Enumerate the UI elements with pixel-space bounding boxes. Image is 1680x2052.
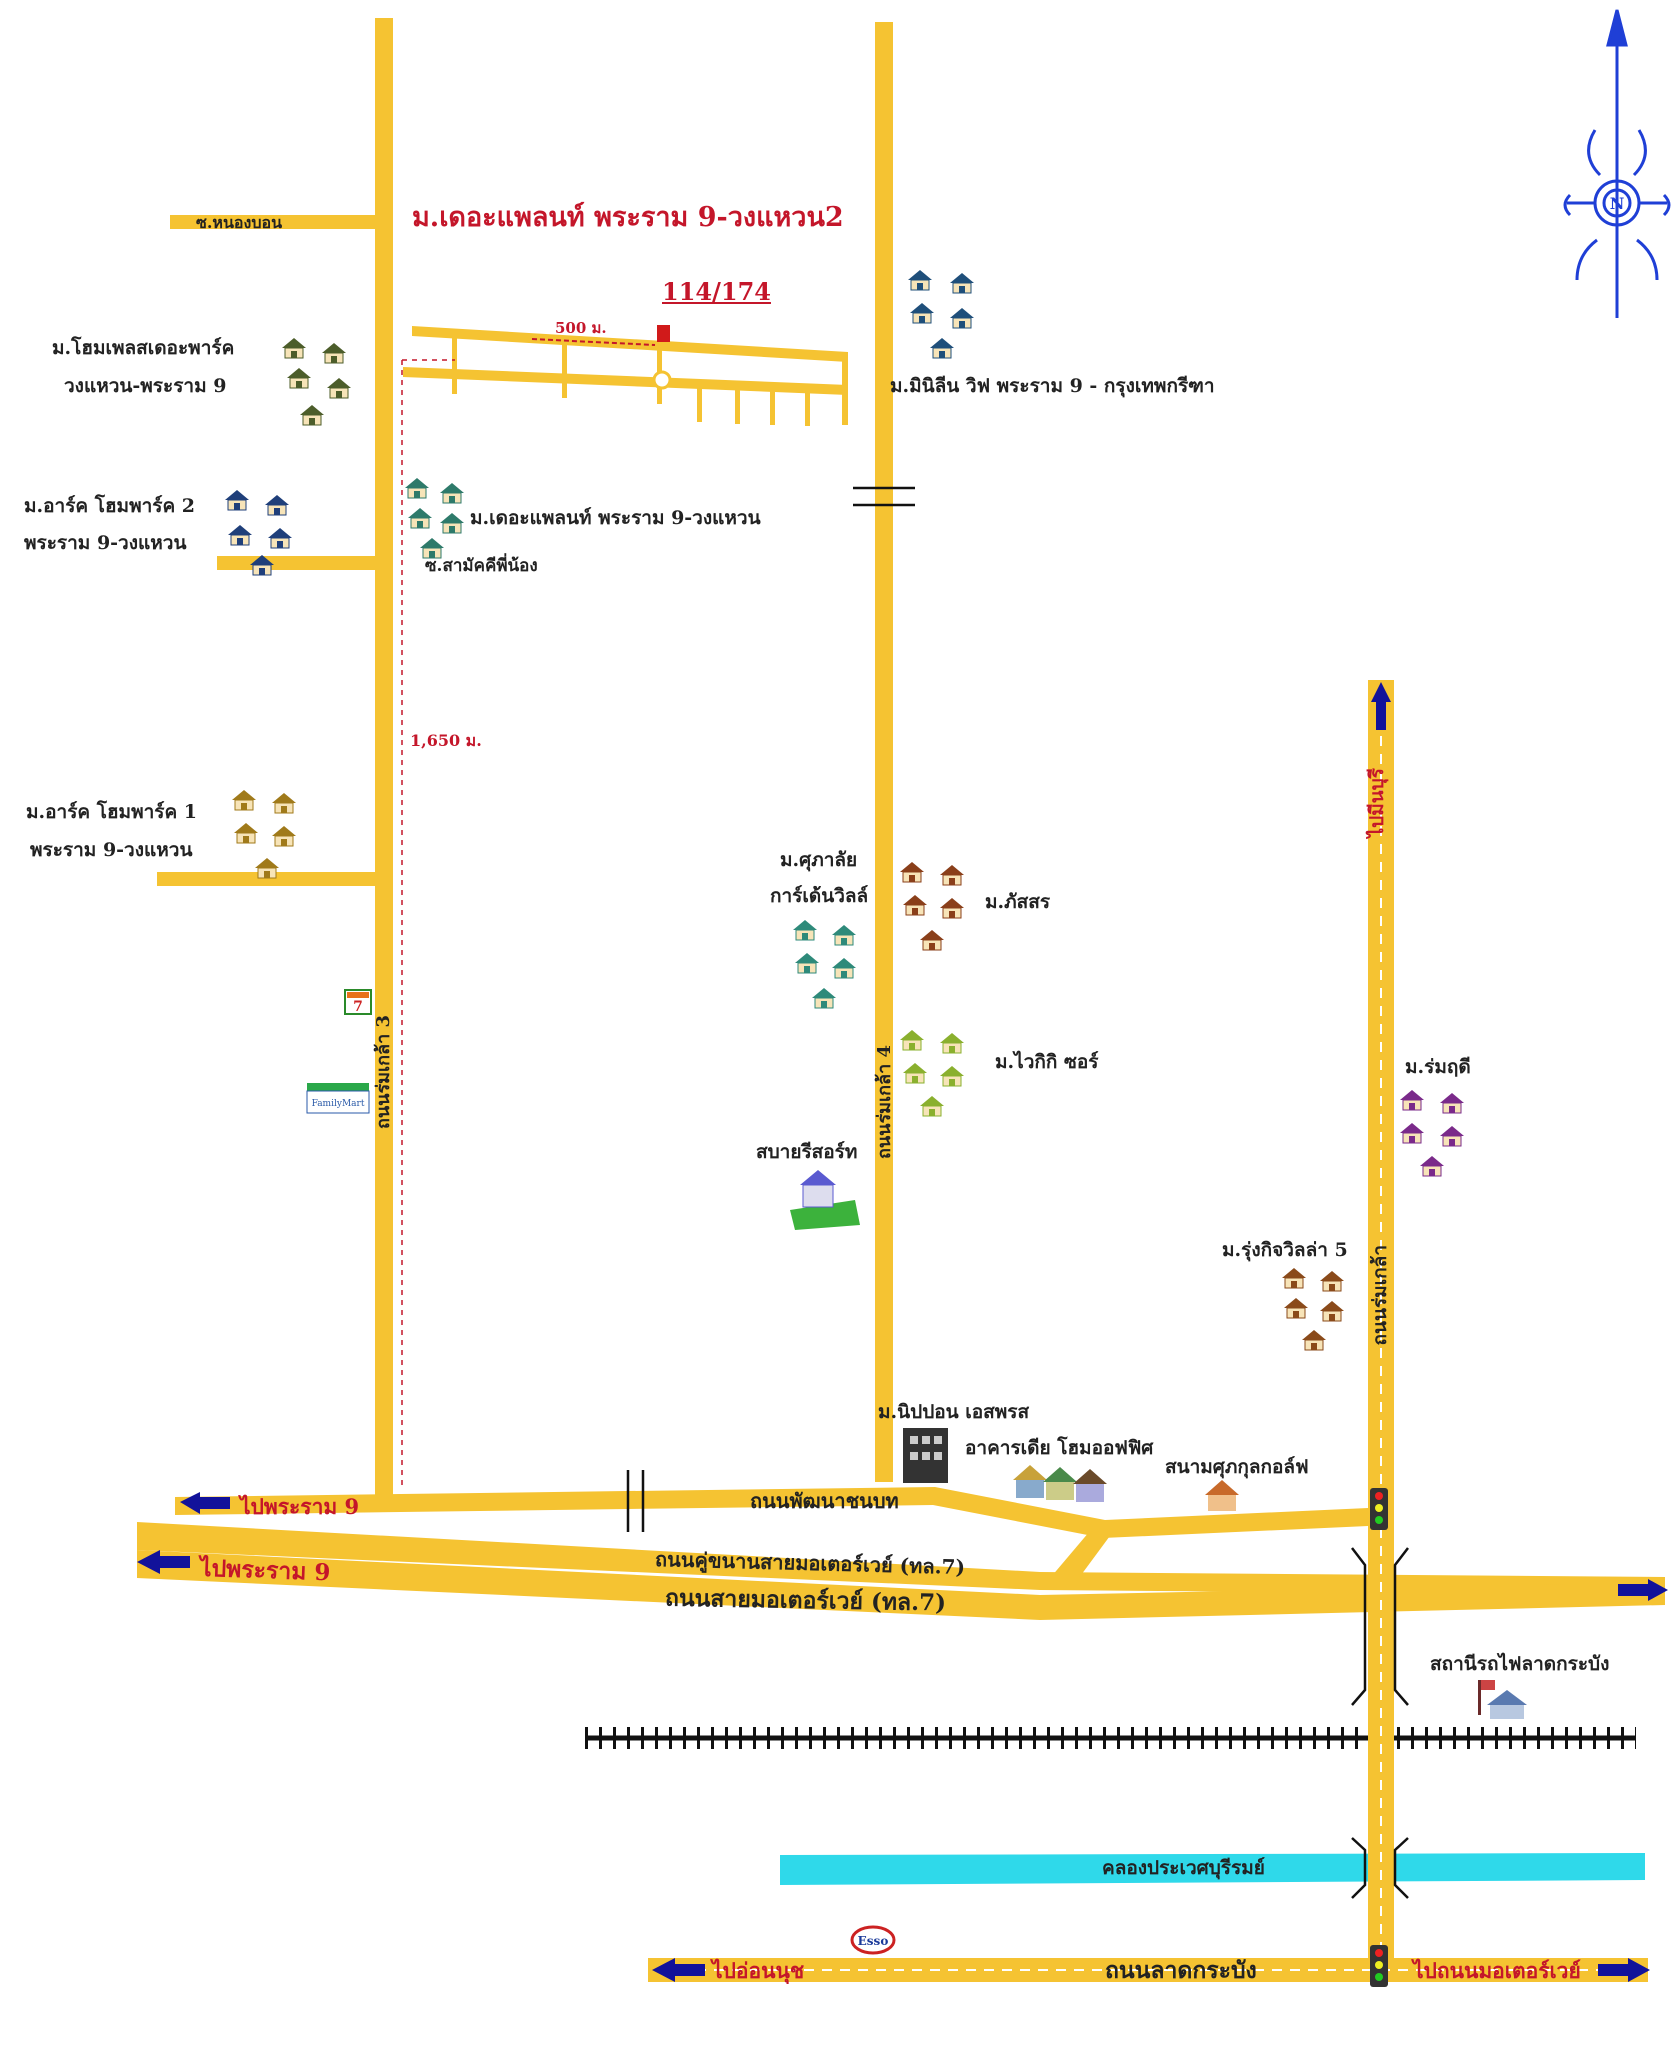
to-motorway-east: ไปถนนมอเตอร์เวย์	[1413, 1958, 1581, 1983]
rungkit-label: ม.รุ่งกิจวิลล่า 5	[1222, 1239, 1348, 1261]
traffic-light-icon	[1370, 1488, 1388, 1530]
esso-icon: Esso	[850, 1925, 896, 1955]
road-romklao-4[interactable]	[875, 22, 893, 1482]
arc1-label-1: ม.อาร์ค โฮมพาร์ค 1	[26, 801, 198, 823]
village-cluster-vigitto	[899, 1029, 965, 1117]
romklao-4-label: ถนนร่มเกล้า 4	[874, 1045, 895, 1160]
golf-label: สนามศุภกุลกอล์ฟ	[1165, 1456, 1309, 1478]
to-minburi: ไปมีนบุรี	[1366, 768, 1388, 838]
village-cluster-mini-life	[907, 269, 975, 359]
homeplace-label-1: ม.โฮมเพลสเดอะพาร์ค	[52, 337, 235, 359]
arc1-label-2: พระราม 9-วงแหวน	[30, 839, 193, 861]
arrow-left-icon	[137, 1550, 190, 1574]
road-romklao[interactable]	[1368, 680, 1394, 1970]
apartment-label: อาคารเดีย โฮมออฟฟิศ	[965, 1437, 1154, 1459]
plant-ring-label: ม.เดอะแพลนท์ พระราม 9-วงแหวน	[470, 507, 761, 529]
train-station-icon	[1478, 1680, 1527, 1719]
village-cluster-sukanya	[792, 919, 857, 1009]
resort-icon	[790, 1170, 860, 1230]
distance-1650: 1,650 ม.	[410, 731, 482, 750]
village-cluster-rungkit	[1281, 1267, 1345, 1351]
road-connector[interactable]	[1040, 1525, 1118, 1590]
road-motorway[interactable]	[137, 1550, 1665, 1620]
to-rama9-lower: ไปพระราม 9	[199, 1554, 331, 1587]
esso-label: Esso	[858, 1934, 889, 1948]
phatchara-label: ม.ภัสสร	[985, 891, 1051, 913]
project-road	[401, 325, 848, 1490]
to-rama9-upper: ไปพระราม 9	[240, 1494, 360, 1519]
village-cluster-arc-1	[231, 789, 297, 879]
bridge-marks	[626, 486, 1409, 1899]
soi-nongbon-label: ซ.หนองบอน	[196, 213, 283, 232]
arc2-label-1: ม.อาร์ค โฮมพาร์ค 2	[24, 495, 196, 517]
station-label: สถานีรถไฟลาดกระบัง	[1430, 1653, 1610, 1675]
arrow-left-icon	[652, 1958, 705, 1982]
seven-eleven-label: 7	[353, 999, 363, 1015]
arrow-up-icon	[1371, 682, 1391, 730]
golf-course-icon	[1205, 1480, 1239, 1511]
arrow-right-icon	[1618, 1579, 1668, 1601]
arrow-left-icon	[180, 1492, 230, 1514]
soi-samakkee[interactable]	[217, 556, 377, 570]
compass-icon	[1563, 9, 1671, 318]
mini-life-label: ม.มินิลีน วิฟ พระราม 9 - กรุงเทพกรีฑา	[890, 375, 1215, 397]
soi-nongbon[interactable]	[170, 215, 378, 229]
building-icon	[903, 1428, 948, 1483]
romklao-label: ถนนร่มเกล้า	[1369, 1245, 1391, 1346]
familymart-label: FamilyMart	[312, 1099, 365, 1109]
to-onnut: ไปอ่อนนุช	[712, 1958, 805, 1983]
village-cluster-plant-ring	[404, 477, 465, 559]
homeplace-label-2: วงแหวน-พระราม 9	[64, 375, 227, 397]
arc2-label-2: พระราม 9-วงแหวน	[24, 532, 187, 554]
plot-number: 114/174	[662, 277, 771, 306]
arrow-right-icon	[1598, 1958, 1650, 1982]
distance-500: 500 ม.	[555, 319, 607, 337]
road-pattanachanabot[interactable]	[175, 1487, 1368, 1538]
village-cluster-homeplace	[281, 337, 352, 426]
motorway-label: ถนนสายมอเตอร์เวย์ (ทล.7)	[664, 1584, 947, 1617]
nippon-label: ม.นิปปอน เอสพรส	[878, 1401, 1030, 1423]
vigitto-label: ม.ไวกิกิ ซอร์	[995, 1051, 1099, 1073]
canal-label: คลองประเวศบุรีรมย์	[1102, 1857, 1265, 1879]
ladkrabang-label: ถนนลาดกระบัง	[1105, 1957, 1257, 1984]
home-office-icon	[1013, 1465, 1107, 1502]
canal	[780, 1853, 1645, 1885]
romklao-3-label: ถนนร่มเกล้า 3	[373, 1015, 394, 1130]
familymart-icon: FamilyMart	[306, 1083, 370, 1114]
road-frontage-motorway[interactable]	[137, 1522, 1665, 1595]
soi-samakkee-label: ซ.สามัคคีพี่น้อง	[425, 556, 538, 576]
romruedee-label: ม.ร่มฤดี	[1405, 1056, 1471, 1078]
seven-eleven-icon: 7	[344, 989, 372, 1015]
compass-letter: N	[1610, 194, 1625, 213]
sukanya-label-2: การ์เด้นวิลล์	[770, 885, 869, 907]
sukanya-label-1: ม.ศุภาลัย	[780, 849, 858, 871]
traffic-light-icon	[1370, 1945, 1388, 1987]
soi-arc-1[interactable]	[157, 872, 377, 886]
sabai-resort-label: สบายรีสอร์ท	[756, 1141, 858, 1163]
road-romklao-3[interactable]	[375, 18, 393, 1500]
pattanachanabot-label: ถนนพัฒนาชนบท	[750, 1489, 899, 1513]
village-cluster-romruedee	[1399, 1089, 1465, 1177]
village-cluster-phatchara	[899, 861, 965, 951]
map-title: ม.เดอะแพลนท์ พระราม 9-วงแหวน2	[412, 202, 844, 233]
